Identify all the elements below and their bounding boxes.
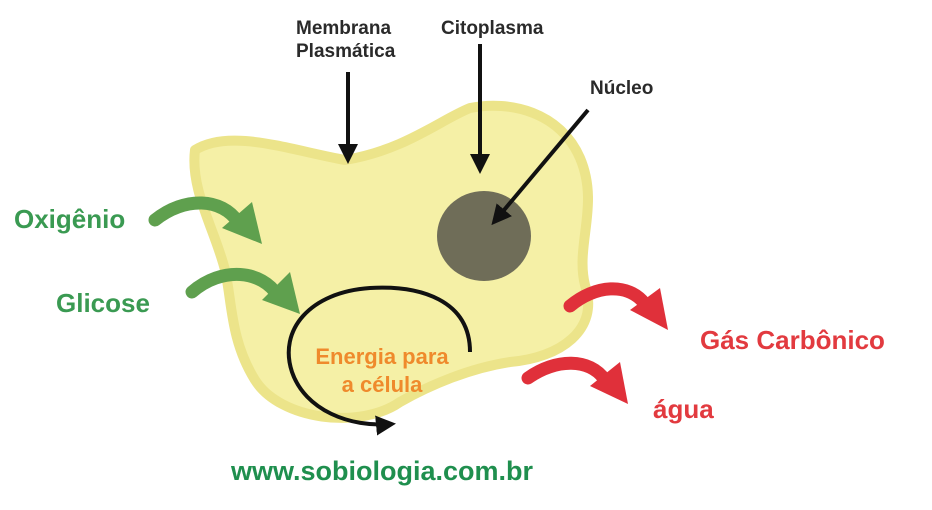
glucose-label: Glicose <box>56 288 150 318</box>
membrane-label: Membrana Plasmática <box>296 18 396 62</box>
website-url: www.sobiologia.com.br <box>231 456 534 486</box>
carbon-dioxide-label: Gás Carbônico <box>700 325 885 355</box>
glucose-arrow-icon <box>185 267 300 314</box>
nucleus-pointer-arrow <box>491 108 590 226</box>
energy-label: Energia para a célula <box>315 344 449 397</box>
cell-membrane <box>189 100 594 423</box>
oxygen-arrow-icon <box>148 196 262 244</box>
water-arrow-icon <box>521 356 628 404</box>
nucleus-label: Núcleo <box>590 78 654 99</box>
cytoplasm-label: Citoplasma <box>441 18 544 39</box>
energy-cycle-arrow-icon <box>286 285 472 436</box>
oxygen-label: Oxigênio <box>14 204 126 234</box>
water-label: água <box>653 394 714 424</box>
carbon-dioxide-arrow-icon <box>563 282 668 330</box>
nucleus <box>437 191 531 281</box>
